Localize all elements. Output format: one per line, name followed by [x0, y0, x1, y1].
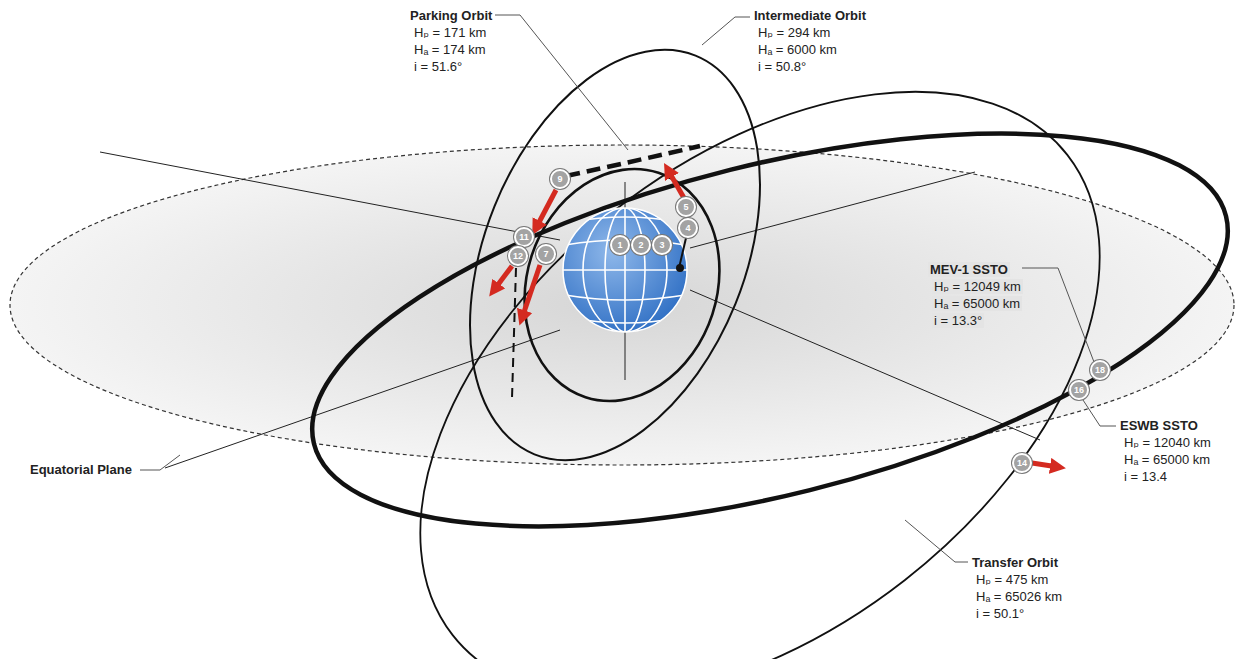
callout-circle: 18	[1090, 360, 1110, 380]
callout-number: 16	[1074, 385, 1084, 395]
launch-site-dot	[676, 264, 684, 272]
callout-number: 18	[1095, 365, 1105, 375]
callout-number: 9	[557, 174, 562, 184]
ascent-track	[679, 238, 686, 268]
orbit-parameter: i = 13.3°	[932, 313, 984, 328]
callout-circle: 12	[508, 246, 528, 266]
orbit-parameter: Hₐ = 65000 km	[1122, 452, 1212, 467]
callout-number: 1	[617, 240, 622, 250]
orbit-parameter: Hₚ = 475 km	[974, 572, 1050, 587]
callout-circle: 9	[550, 169, 570, 189]
orbit-name: Parking Orbit	[408, 8, 494, 23]
callout-circle: 11	[514, 227, 534, 247]
callout-number: 3	[659, 240, 664, 250]
orbit-parameter: i = 13.4	[1122, 469, 1169, 484]
callout-circle: 16	[1069, 380, 1089, 400]
plane-label: Equatorial Plane	[28, 462, 134, 477]
orbit-parameter: Hₐ = 65026 km	[974, 589, 1064, 604]
callout-number: 14	[1017, 458, 1027, 468]
leader-lines	[140, 15, 1116, 562]
orbit-name: MEV-1 SSTO	[928, 262, 1010, 277]
orbit-name: Intermediate Orbit	[752, 8, 868, 23]
orbit-parameter: Hₐ = 65000 km	[932, 296, 1022, 311]
direction-arrows	[494, 170, 1058, 467]
callout-number: 7	[543, 249, 548, 259]
orbit-name: Transfer Orbit	[970, 555, 1060, 570]
callout-number: 11	[519, 232, 529, 242]
callout-number: 4	[685, 223, 690, 233]
reference-axes	[100, 152, 1040, 468]
callout-circle: 3	[652, 235, 672, 255]
orbit-parameter: i = 50.1°	[974, 606, 1026, 621]
orbit-parameter: Hₚ = 294 km	[756, 25, 832, 40]
callout-circle: 7	[536, 244, 556, 264]
callout-circle: 1	[610, 235, 630, 255]
orbit-parameter: i = 51.6°	[412, 59, 464, 74]
orbit-parameter: Hₐ = 174 km	[412, 42, 488, 57]
callout-number: 12	[513, 251, 523, 261]
orbit-parameter: Hₚ = 12049 km	[932, 279, 1023, 294]
orbit-name: ESWB SSTO	[1118, 418, 1200, 433]
hidden-orbit-segment	[512, 268, 516, 398]
callout-number: 2	[638, 240, 643, 250]
orbit-parameter: Hₚ = 12040 km	[1122, 435, 1213, 450]
callout-circle: 4	[678, 218, 698, 238]
orbits	[274, 0, 1247, 659]
hidden-orbit-segment	[566, 146, 700, 176]
orbit-parameter: Hₚ = 171 km	[412, 25, 488, 40]
callout-number: 5	[683, 202, 688, 212]
orbit-parameter: i = 50.8°	[756, 59, 808, 74]
callout-circle: 2	[631, 235, 651, 255]
callout-circle: 5	[676, 197, 696, 217]
callout-circle: 14	[1012, 453, 1032, 473]
orbit-parameter: Hₐ = 6000 km	[756, 42, 839, 57]
earth-globe	[560, 200, 690, 340]
